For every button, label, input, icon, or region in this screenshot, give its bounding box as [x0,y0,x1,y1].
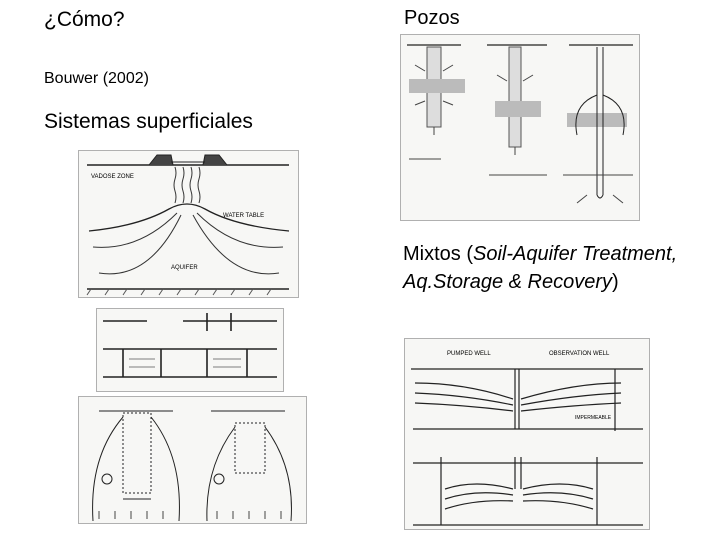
section-title-wells: Pozos [404,7,460,29]
section-title-mixed: Mixtos (Soil-Aquifer Treatment, Aq.Stora… [403,240,703,296]
citation: Bouwer (2002) [44,70,149,87]
slide-title: ¿Cómo? [44,8,125,31]
impermeable-label: IMPERMEABLE [575,415,612,421]
pumped-well-label: PUMPED WELL [447,351,491,357]
mixed-italic: Soil-Aquifer Treatment, Aq.Storage & Rec… [403,243,678,293]
vadose-zone-label: VADOSE ZONE [91,174,134,180]
observation-well-label: OBSERVATION WELL [549,351,610,357]
section-title-surface-systems: Sistemas superficiales [44,110,253,133]
mixed-suffix: ) [612,271,619,293]
trench-figure [96,308,284,392]
aquifer-label: AQUIFER [171,265,198,271]
wells-figure [400,34,640,221]
mixed-prefix: Mixtos ( [403,243,473,265]
infiltration-basin-figure: VADOSE ZONE WATER TABLE AQUIFER [78,150,299,298]
trench-infiltration-figure [78,396,307,524]
water-table-label: WATER TABLE [223,213,264,219]
aquifer-recharge-figure: PUMPED WELL OBSERVATION WELL IMPERMEABLE [404,338,650,530]
